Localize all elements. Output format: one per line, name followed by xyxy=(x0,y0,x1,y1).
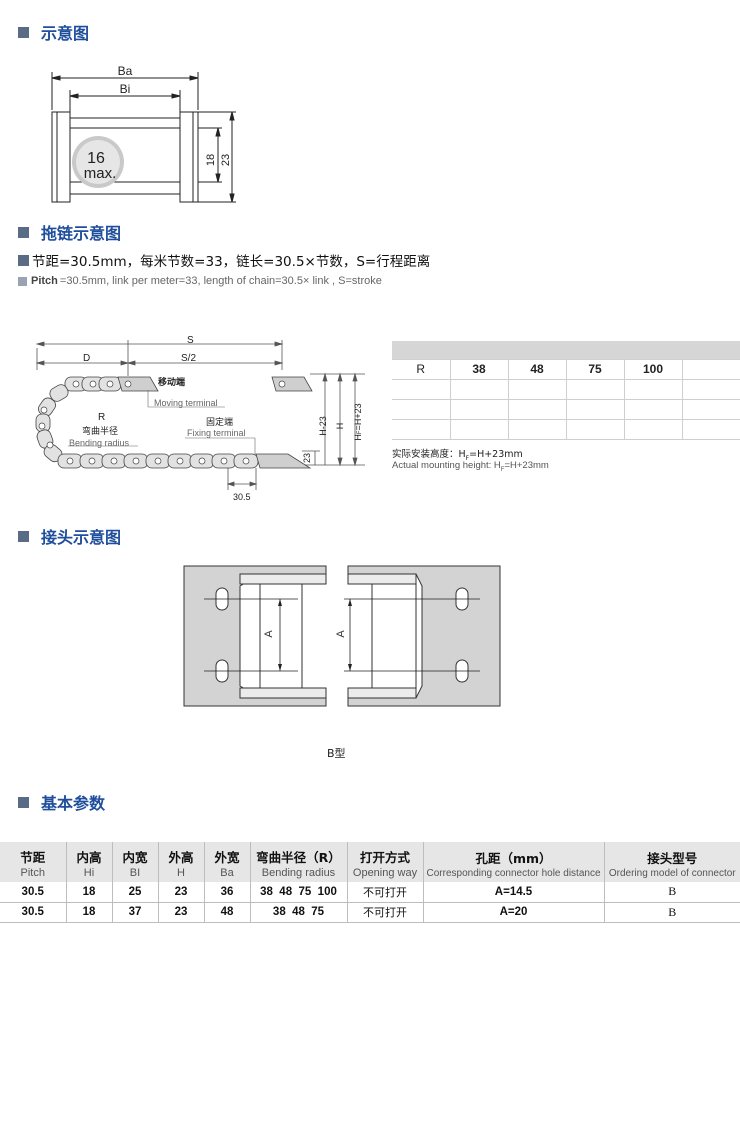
h-minus-23-label: H-23 xyxy=(318,416,328,436)
hole-distance-a-right: A xyxy=(335,630,347,638)
section-title: 基本参数 xyxy=(41,794,106,813)
dim-23-label: 23 xyxy=(302,453,312,463)
r-value-cell: 100 xyxy=(624,358,683,380)
fixing-terminal-en: Fixing terminal xyxy=(187,428,246,438)
section-header-params: 基本参数 xyxy=(18,791,105,813)
bullet-square-icon xyxy=(18,796,29,808)
bending-radius-table: R 38 48 75 100 xyxy=(392,341,740,440)
section-title: 接头示意图 xyxy=(41,528,122,547)
bullet-square-icon xyxy=(18,26,29,38)
r-value-cell: 75 xyxy=(566,358,625,380)
badge-number: 16 xyxy=(87,150,105,167)
section-header-schematic: 示意图 xyxy=(18,21,89,43)
badge-unit: max. xyxy=(84,165,117,182)
bullet-square-icon xyxy=(18,226,29,238)
section-title: 拖链示意图 xyxy=(41,224,122,243)
section-header-connector: 接头示意图 xyxy=(18,525,121,547)
h-label: H xyxy=(335,423,345,430)
connector-type-label: B型 xyxy=(327,747,346,760)
hole-distance-a-left: A xyxy=(263,630,275,638)
chain-side-diagram: D S S/2 移动端 Moving terminal R 弯曲半径 Bendi… xyxy=(35,335,365,502)
schematic-cross-section: 16 max. Ba Bi 18 23 xyxy=(51,64,236,203)
r-label: R xyxy=(98,412,105,423)
r-value-cell: 38 xyxy=(450,358,509,380)
r-table-label: R xyxy=(392,358,451,380)
s-label: S xyxy=(187,335,194,346)
connector-diagram: A A xyxy=(183,565,501,707)
r-value-cell: 48 xyxy=(508,358,567,380)
fixed-terminal xyxy=(255,453,312,469)
moving-terminal-zh: 移动端 xyxy=(158,376,185,387)
moving-terminal xyxy=(117,376,159,392)
bending-radius-zh: 弯曲半径 xyxy=(82,425,118,436)
mounting-height-en: Actual mounting height: HF=H+23mm xyxy=(392,460,549,473)
bullet-square-icon xyxy=(18,254,29,266)
mounting-height-zh: 实际安装高度：HF=H+23mm xyxy=(392,449,523,462)
section-header-chain: 拖链示意图 xyxy=(18,221,121,243)
fixing-terminal-zh: 固定端 xyxy=(206,416,233,427)
bullet-square-icon xyxy=(18,276,27,286)
d-label: D xyxy=(83,353,90,364)
col-bending-radius: 弯曲半径（R）Bending radius xyxy=(250,842,348,882)
s-half-label: S/2 xyxy=(181,353,196,364)
chain-description-zh: 节距=30.5mm，每米节数=33，链长=30.5×节数，S=行程距离 xyxy=(18,250,430,270)
table-row: 30.5 18 25 23 36 38 48 75 100 不可打开 A=14.… xyxy=(0,882,740,903)
chain-description-en: Pitch =30.5mm, link per meter=33, length… xyxy=(18,275,382,287)
bi-label: Bi xyxy=(120,82,131,96)
dim-18-label: 18 xyxy=(205,154,217,166)
moving-terminal-en: Moving terminal xyxy=(154,398,218,408)
dim-23-label: 23 xyxy=(220,154,232,166)
ba-label: Ba xyxy=(118,64,133,78)
bending-radius-en: Bending radius xyxy=(69,438,130,448)
pitch-label: 30.5 xyxy=(233,492,251,502)
bullet-square-icon xyxy=(18,530,29,542)
section-title: 示意图 xyxy=(41,24,90,43)
hf-label: HF=H+23 xyxy=(353,403,363,440)
r-value-cell xyxy=(682,358,740,380)
col-hole-distance: 孔距（mm）Corresponding connector hole dista… xyxy=(423,842,605,882)
table-row: 30.5 18 37 23 48 38 48 75 不可打开 A=20 B xyxy=(0,902,740,923)
